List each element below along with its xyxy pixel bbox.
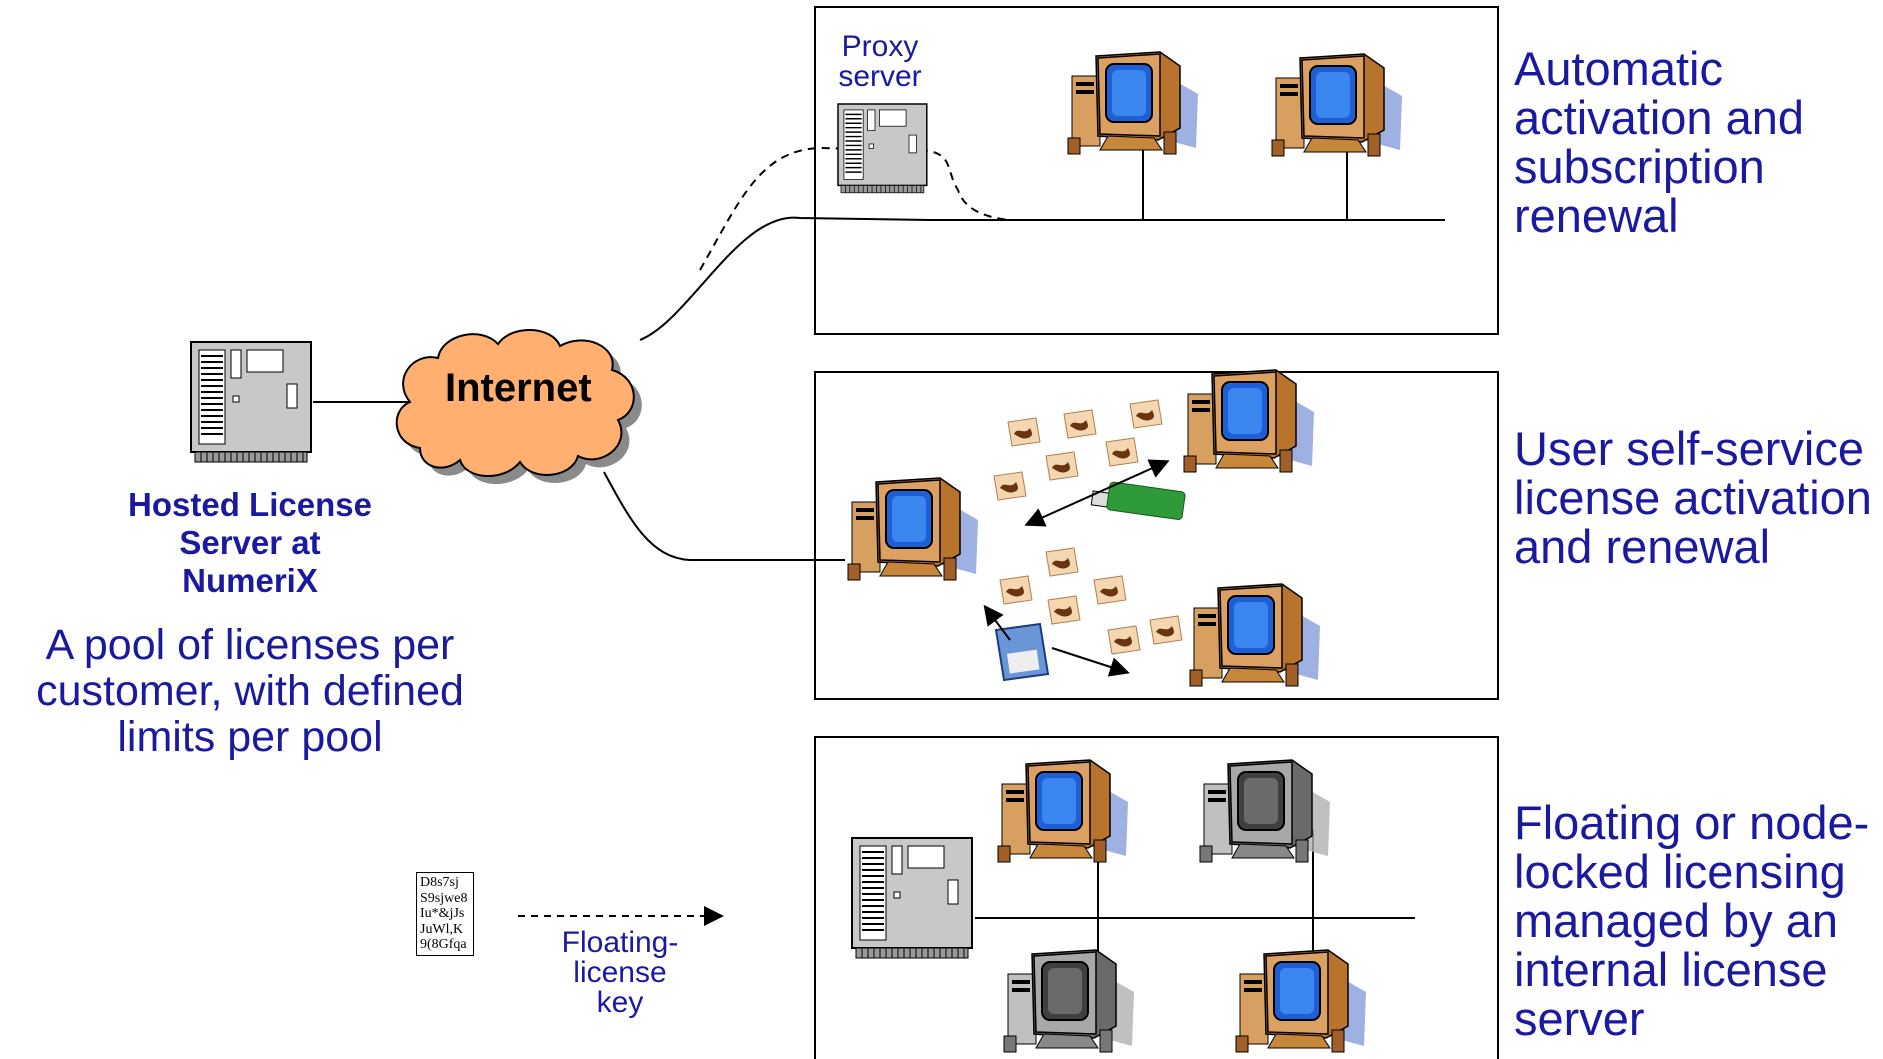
workstation-gray-icon bbox=[1199, 759, 1331, 863]
workstation-icon bbox=[1189, 583, 1321, 687]
caption-line: internal license bbox=[1514, 943, 1828, 996]
usb-key-icon bbox=[1090, 481, 1186, 520]
proxy-server-icon bbox=[837, 103, 928, 194]
workstation-icon bbox=[1183, 369, 1315, 473]
transfer-arrow bbox=[1024, 459, 1170, 527]
floating-key-label: Floating- license key bbox=[540, 928, 700, 1018]
hosted-title-line: Hosted License bbox=[128, 486, 372, 523]
proxy-label: Proxy server bbox=[830, 32, 930, 92]
caption-line: renewal bbox=[1514, 189, 1679, 242]
proxy-dashed-link bbox=[699, 146, 1011, 271]
workstation-icon bbox=[1067, 51, 1199, 155]
key-line: S9sjwe8 bbox=[420, 890, 468, 906]
internet-panel1-link bbox=[639, 216, 1445, 341]
internet-panel2-link bbox=[603, 471, 845, 561]
caption-line: Floating or node- bbox=[1514, 796, 1870, 849]
hosted-server-icon bbox=[190, 341, 312, 463]
license-key-card: D8s7sj S9sjwe8 Iu*&jJs JuWl,K 9(8Gfqa bbox=[416, 872, 474, 956]
internet-label: Internet bbox=[445, 366, 592, 410]
caption-line: Automatic bbox=[1514, 42, 1723, 95]
transfer-arrow bbox=[1051, 647, 1130, 677]
caption-line: and renewal bbox=[1514, 520, 1771, 573]
caption-self-service: User self-service license activation and… bbox=[1514, 424, 1872, 571]
caption-line: locked licensing bbox=[1514, 845, 1846, 898]
workstation-icon bbox=[997, 759, 1129, 863]
workstation-gray-icon bbox=[1003, 949, 1135, 1053]
key-line: Iu*&jJs bbox=[420, 906, 465, 921]
caption-floating: Floating or node- locked licensing manag… bbox=[1514, 798, 1869, 1043]
hosted-server-title: Hosted License Server at NumeriX bbox=[90, 486, 410, 600]
panel-automatic bbox=[814, 6, 1499, 335]
hosted-title-line: Server at bbox=[179, 524, 321, 561]
caption-automatic: Automatic activation and subscription re… bbox=[1514, 44, 1804, 240]
license-file-icons bbox=[993, 399, 1183, 655]
transfer-arrow bbox=[983, 604, 1011, 641]
caption-line: server bbox=[1514, 992, 1645, 1045]
pool-line: customer, with defined bbox=[36, 667, 464, 715]
caption-line: subscription bbox=[1514, 140, 1765, 193]
caption-line: managed by an bbox=[1514, 894, 1839, 947]
floating-key-label-line: key bbox=[596, 986, 644, 1019]
key-line: 9(8Gfqa bbox=[420, 937, 467, 952]
pool-description: A pool of licenses per customer, with de… bbox=[0, 622, 500, 760]
caption-line: license activation bbox=[1514, 471, 1872, 524]
workstation-icon bbox=[1271, 53, 1403, 157]
hosted-title-line: NumeriX bbox=[182, 562, 318, 599]
pool-line: A pool of licenses per bbox=[45, 621, 455, 669]
floating-key-label-line: Floating- bbox=[561, 926, 679, 959]
panel-self-service bbox=[814, 371, 1499, 700]
proxy-label-line: server bbox=[838, 60, 922, 93]
panel-floating bbox=[814, 736, 1499, 1059]
internet-cloud-icon bbox=[395, 329, 642, 485]
key-line: D8s7sj bbox=[420, 875, 459, 890]
pool-line: limits per pool bbox=[117, 713, 383, 761]
caption-line: activation and bbox=[1514, 91, 1805, 144]
key-line: JuWl,K bbox=[420, 921, 464, 937]
internal-license-server-icon bbox=[851, 837, 973, 959]
workstation-icon bbox=[1235, 949, 1367, 1053]
workstation-icon bbox=[847, 477, 979, 581]
proxy-label-line: Proxy bbox=[841, 30, 919, 63]
floating-key-label-line: license bbox=[573, 956, 667, 989]
caption-line: User self-service bbox=[1514, 422, 1864, 475]
